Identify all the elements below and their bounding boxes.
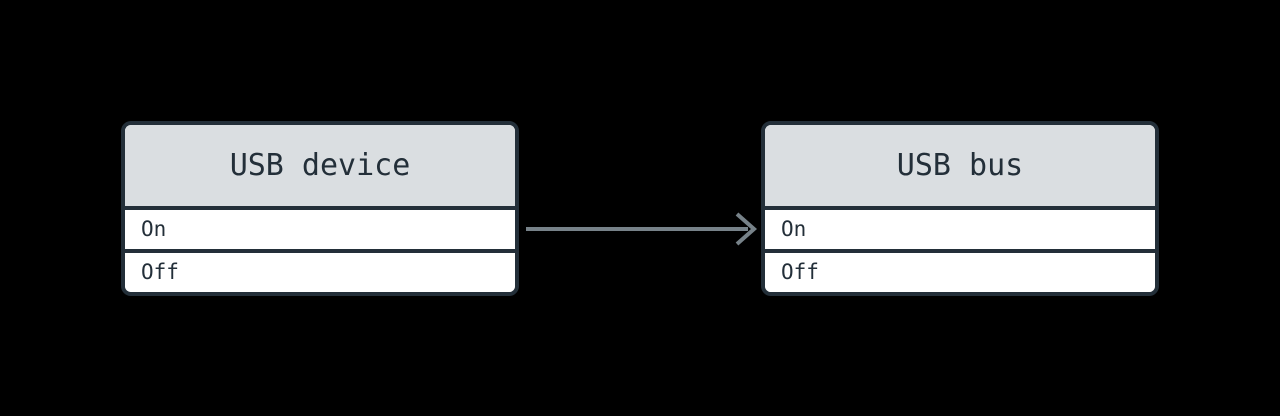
state-node-usb-device[interactable]: USB device On Off <box>121 121 519 296</box>
node-header-divider <box>125 206 515 211</box>
state-node-title: USB device <box>125 125 515 207</box>
arrowhead-icon <box>735 212 758 246</box>
state-row-on[interactable]: On <box>125 210 515 250</box>
state-row-on[interactable]: On <box>765 210 1155 250</box>
node-row-divider <box>125 249 515 254</box>
edge-usb-device-to-usb-bus <box>526 212 758 246</box>
state-node-title: USB bus <box>765 125 1155 207</box>
node-header-divider <box>765 206 1155 211</box>
state-row-off[interactable]: Off <box>125 253 515 292</box>
state-node-usb-bus[interactable]: USB bus On Off <box>761 121 1159 296</box>
state-row-off[interactable]: Off <box>765 253 1155 292</box>
node-row-divider <box>765 249 1155 254</box>
